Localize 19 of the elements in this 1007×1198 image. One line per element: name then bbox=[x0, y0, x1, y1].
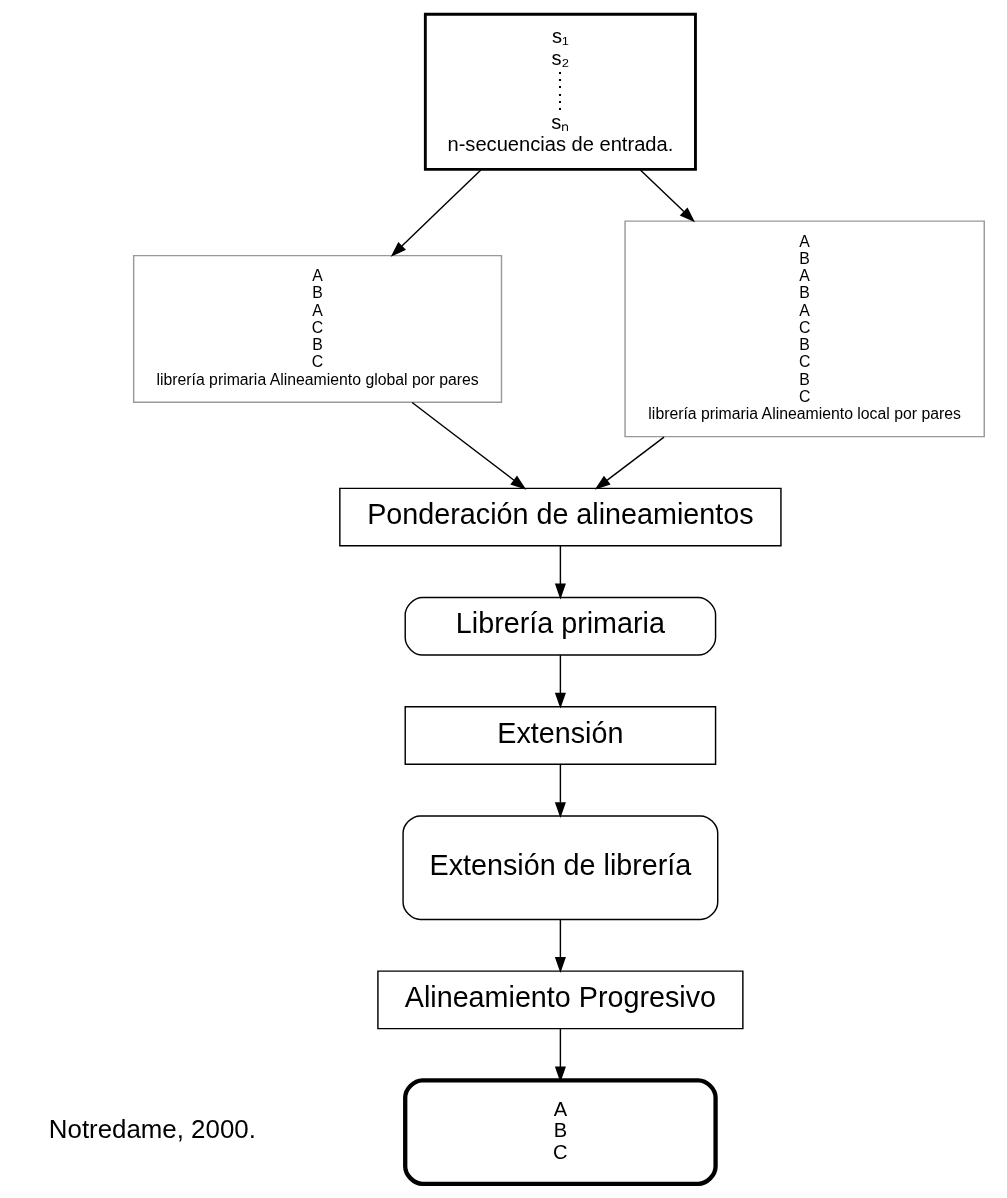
arrow bbox=[554, 1028, 566, 1083]
arrow bbox=[639, 169, 695, 223]
node-box: Extensión de librería bbox=[401, 815, 718, 921]
arrow bbox=[554, 918, 566, 973]
arrow bbox=[594, 436, 665, 490]
node-box: Ponderación de alineamientos bbox=[338, 487, 782, 547]
arrow bbox=[554, 763, 566, 819]
node-box: A B A C B C librería primaria Alineamiento global por pares bbox=[132, 254, 502, 403]
arrow bbox=[390, 169, 482, 257]
label: Notredame, 2000. bbox=[48, 1115, 256, 1144]
node-box: s₁ s₂ ⋮ ⋮ sₙ n-secuencias de entrada. bbox=[423, 12, 697, 171]
arrow bbox=[554, 654, 566, 709]
arrow bbox=[554, 545, 566, 600]
node-box: Extensión bbox=[404, 706, 716, 765]
node-box: Librería primaria bbox=[404, 596, 716, 656]
node-box: Alineamiento Progresivo bbox=[376, 970, 744, 1030]
node-box: A B C bbox=[402, 1078, 718, 1186]
node-box: A B A B A C B C B C librería primaria Alineamiento local por pares bbox=[623, 220, 985, 438]
arrow bbox=[410, 401, 526, 490]
